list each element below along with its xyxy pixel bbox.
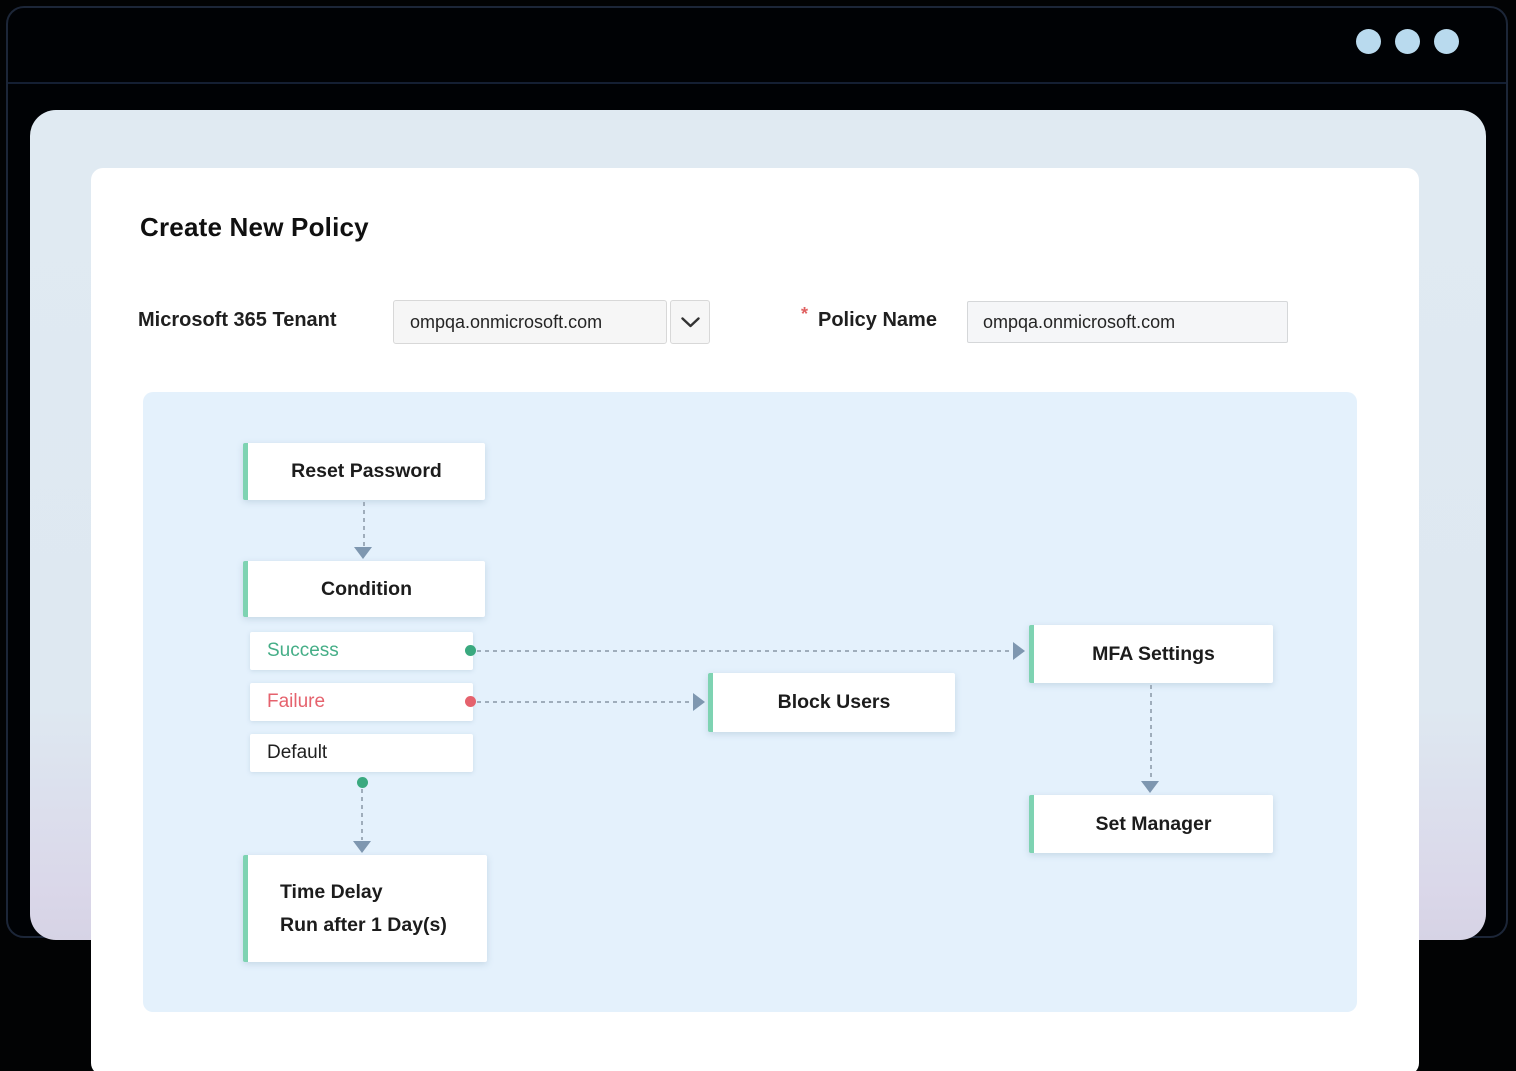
workflow-node-block-users[interactable]: Block Users <box>708 673 955 732</box>
connector-default-to-time-delay <box>361 789 363 840</box>
workflow-node-condition[interactable]: Condition <box>243 561 485 617</box>
workflow-node-reset-password[interactable]: Reset Password <box>243 443 485 500</box>
window-dot-icon[interactable] <box>1356 29 1381 54</box>
connector-success-to-mfa <box>477 650 1013 652</box>
arrowhead-down-icon <box>353 841 371 853</box>
workflow-canvas: Reset Password Condition Success Failure… <box>143 392 1357 1012</box>
chevron-down-icon[interactable] <box>670 300 710 344</box>
connector-dot-success <box>465 645 476 656</box>
branch-default[interactable]: Default <box>250 734 473 772</box>
window-dot-icon[interactable] <box>1434 29 1459 54</box>
required-asterisk: * <box>801 304 809 324</box>
workflow-node-time-delay[interactable]: Time Delay Run after 1 Day(s) <box>243 855 487 962</box>
arrowhead-right-icon <box>1013 642 1025 660</box>
arrowhead-right-icon <box>693 693 705 711</box>
page-title: Create New Policy <box>140 212 369 242</box>
connector-reset-to-condition <box>363 502 365 546</box>
tenant-select[interactable]: ompqa.onmicrosoft.com <box>393 300 710 344</box>
workflow-node-mfa-settings[interactable]: MFA Settings <box>1029 625 1273 683</box>
connector-failure-to-block-users <box>477 701 693 703</box>
create-policy-card: Create New Policy Microsoft 365 Tenant o… <box>91 168 1419 1071</box>
connector-dot-default <box>357 777 368 788</box>
connector-dot-failure <box>465 696 476 707</box>
branch-failure[interactable]: Failure <box>250 683 473 721</box>
window-dot-icon[interactable] <box>1395 29 1420 54</box>
tenant-select-value[interactable]: ompqa.onmicrosoft.com <box>393 300 667 344</box>
titlebar-divider <box>8 82 1506 84</box>
policy-name-label: Policy Name <box>818 309 937 331</box>
tenant-label: Microsoft 365 Tenant <box>138 309 337 331</box>
time-delay-schedule: Run after 1 Day(s) <box>280 913 447 936</box>
browser-titlebar <box>8 8 1506 82</box>
policy-name-input[interactable] <box>967 301 1288 343</box>
connector-mfa-to-set-manager <box>1150 685 1152 780</box>
time-delay-title: Time Delay <box>280 880 383 903</box>
arrowhead-down-icon <box>1141 781 1159 793</box>
workflow-node-set-manager[interactable]: Set Manager <box>1029 795 1273 853</box>
branch-success[interactable]: Success <box>250 632 473 670</box>
arrowhead-down-icon <box>354 547 372 559</box>
window-control-dots <box>1356 29 1459 54</box>
